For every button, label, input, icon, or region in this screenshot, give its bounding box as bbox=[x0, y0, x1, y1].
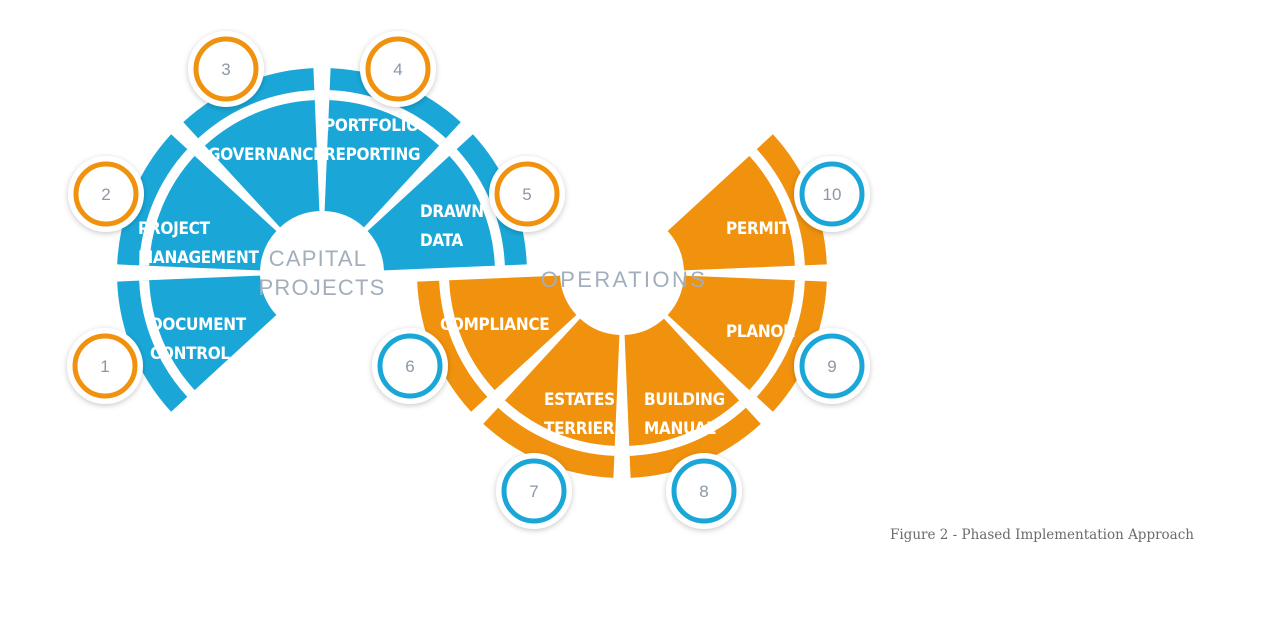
badge-ring bbox=[72, 333, 138, 399]
badge-number: 9 bbox=[827, 357, 836, 376]
segment-label-line: BUILDING bbox=[644, 390, 725, 410]
badge-10: 10 bbox=[794, 156, 870, 232]
segment-project-management bbox=[117, 134, 277, 271]
badge-ring bbox=[377, 333, 443, 399]
segment-label-line: PERMITS bbox=[726, 219, 800, 239]
segment-planon bbox=[667, 275, 827, 412]
badge-number: 2 bbox=[101, 185, 110, 204]
badge-ring bbox=[193, 36, 259, 102]
segment-permits bbox=[667, 134, 827, 271]
badge-3: 3 bbox=[188, 31, 264, 107]
badge-ring bbox=[671, 458, 737, 524]
badge-9: 9 bbox=[794, 328, 870, 404]
segment-compliance bbox=[417, 275, 577, 412]
segment-label-line: COMPLIANCE bbox=[440, 315, 549, 335]
badge-6: 6 bbox=[372, 328, 448, 404]
badges-layer: 1 2 3 4 5 6 7 8 9 10 bbox=[67, 31, 870, 529]
segment-label-line: REPORTING bbox=[324, 145, 420, 165]
hubs-layer: CAPITAL PROJECTS OPERATIONS bbox=[259, 246, 708, 300]
segment-portfolio-reporting bbox=[324, 68, 461, 228]
segment-label-line: PORTFOLIO bbox=[324, 116, 419, 136]
segment-label-governance: GOVERNANCE bbox=[208, 145, 323, 165]
segment-ring-project-management bbox=[139, 149, 195, 266]
segments-layer bbox=[117, 68, 827, 478]
badge-2: 2 bbox=[68, 156, 144, 232]
badge-number: 4 bbox=[393, 60, 402, 79]
badge-number: 8 bbox=[699, 482, 708, 501]
labels-layer: DOCUMENT CONTROL PROJECT MANAGEMENT GOVERNAN… bbox=[138, 116, 800, 439]
badge-8: 8 bbox=[666, 453, 742, 529]
segment-label-line: TERRIER bbox=[544, 419, 615, 439]
segment-building-manual bbox=[624, 318, 761, 478]
capital-projects-hub-label-line2: PROJECTS bbox=[259, 275, 386, 300]
rings-layer bbox=[139, 90, 805, 456]
segment-label-line: PROJECT bbox=[138, 219, 211, 239]
segment-ring-document-control bbox=[139, 280, 195, 397]
badge-ring bbox=[501, 458, 567, 524]
segment-estates-terrier bbox=[483, 318, 620, 478]
segment-label-drawn-data: DRAWN DATA bbox=[420, 202, 484, 251]
segment-ring-compliance bbox=[439, 280, 495, 397]
segment-ring-portfolio-reporting bbox=[329, 90, 446, 146]
segment-ring-permits bbox=[749, 149, 805, 266]
segment-label-line: CONTROL bbox=[150, 344, 230, 364]
badge-number: 7 bbox=[529, 482, 538, 501]
figure-caption: Figure 2 - Phased Implementation Approac… bbox=[890, 527, 1194, 543]
badge-number: 6 bbox=[405, 357, 414, 376]
segment-governance bbox=[183, 68, 320, 228]
segment-drawn-data bbox=[367, 134, 527, 271]
segment-label-building-manual: BUILDING MANUAL bbox=[644, 390, 725, 439]
segment-label-line: DOCUMENT bbox=[150, 315, 247, 335]
badge-number: 1 bbox=[100, 357, 109, 376]
segment-label-estates-terrier: ESTATES TERRIER bbox=[544, 390, 615, 439]
badge-ring bbox=[494, 161, 560, 227]
operations-hub-label: OPERATIONS bbox=[541, 267, 708, 292]
segment-ring-governance bbox=[198, 90, 315, 146]
badge-number: 3 bbox=[221, 60, 230, 79]
badge-ring bbox=[73, 161, 139, 227]
segment-label-compliance: COMPLIANCE bbox=[440, 315, 549, 335]
segment-label-line: MANUAL bbox=[644, 419, 716, 439]
badge-7: 7 bbox=[496, 453, 572, 529]
badge-1: 1 bbox=[67, 328, 143, 404]
segment-document-control bbox=[117, 275, 277, 412]
segment-ring-estates-terrier bbox=[498, 400, 615, 456]
segment-label-permits: PERMITS bbox=[726, 219, 800, 239]
segment-ring-planon bbox=[749, 280, 805, 397]
segment-label-project-management: PROJECT MANAGEMENT bbox=[138, 219, 259, 268]
segment-label-planon: PLANON bbox=[726, 322, 796, 342]
segment-label-document-control: DOCUMENT CONTROL bbox=[150, 315, 247, 364]
badge-ring bbox=[799, 161, 865, 227]
badge-4: 4 bbox=[360, 31, 436, 107]
segment-ring-building-manual bbox=[629, 400, 746, 456]
capital-projects-hub-label: CAPITAL bbox=[269, 246, 367, 271]
segment-label-line: DATA bbox=[420, 231, 463, 251]
segment-label-line: GOVERNANCE bbox=[208, 145, 323, 165]
segment-label-line: MANAGEMENT bbox=[138, 248, 259, 268]
segment-label-line: DRAWN bbox=[420, 202, 484, 222]
badge-number: 5 bbox=[522, 185, 531, 204]
badge-ring bbox=[799, 333, 865, 399]
segment-label-line: PLANON bbox=[726, 322, 796, 342]
segment-ring-drawn-data bbox=[449, 149, 505, 266]
badge-ring bbox=[365, 36, 431, 102]
badge-number: 10 bbox=[823, 185, 842, 204]
badge-5: 5 bbox=[489, 156, 565, 232]
segment-label-line: ESTATES bbox=[544, 390, 615, 410]
segment-label-portfolio-reporting: PORTFOLIO REPORTING bbox=[324, 116, 420, 165]
